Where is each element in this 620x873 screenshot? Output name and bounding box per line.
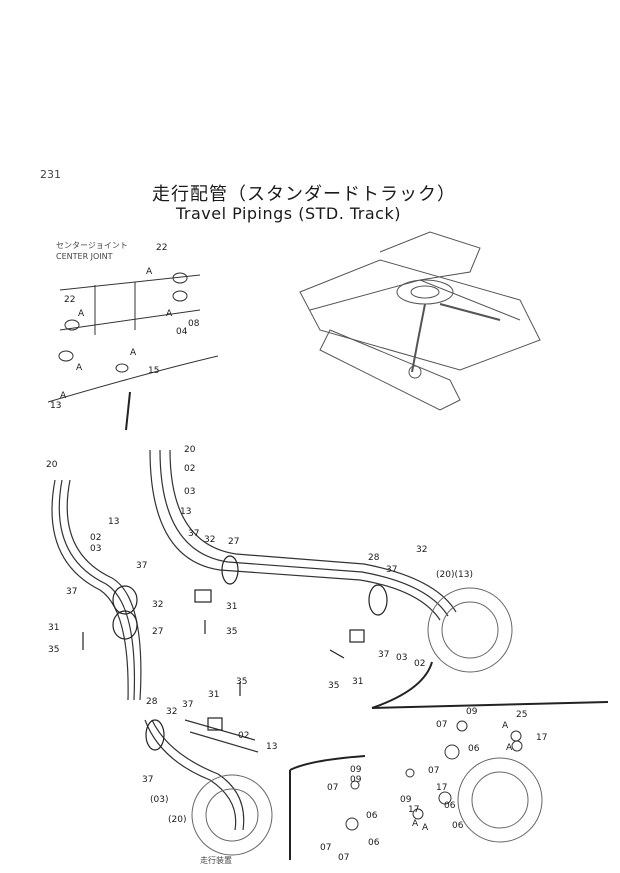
callout: A: [412, 819, 419, 829]
callout: (20)(13): [436, 570, 473, 580]
callout: 35: [328, 681, 339, 691]
center-joint-label-jp: センタージョイント: [56, 241, 128, 250]
callout: 02: [414, 659, 425, 669]
callout: 04: [176, 327, 188, 337]
callout: 22: [156, 243, 167, 253]
callout: 37: [142, 775, 153, 785]
callout: 32: [204, 535, 215, 545]
callout: 37: [136, 561, 147, 571]
callout: 13: [180, 507, 191, 517]
callout: 37: [66, 587, 77, 597]
title-japanese: 走行配管（スタンダードトラック）: [152, 184, 456, 205]
callout: A: [146, 267, 153, 277]
callout: 31: [208, 690, 219, 700]
callout: 32: [416, 545, 427, 555]
callout: 06: [444, 801, 456, 811]
callout: 03: [184, 487, 195, 497]
callout: 31: [352, 677, 363, 687]
center-joint-detail: [47, 272, 219, 403]
callout: 02: [238, 731, 249, 741]
callout: (20): [168, 815, 186, 825]
callout: 35: [236, 677, 247, 687]
callout: 31: [226, 602, 237, 612]
callout: 07: [436, 720, 447, 730]
callout: 17: [436, 783, 447, 793]
callout: A: [78, 309, 85, 319]
page-number: 231: [40, 168, 61, 181]
callout: 02: [184, 464, 195, 474]
callout: 13: [266, 742, 277, 752]
callout: 37: [378, 650, 389, 660]
callout: 07: [338, 853, 349, 863]
callout: 27: [152, 627, 163, 637]
callout: 06: [468, 744, 480, 754]
track-sprockets: [191, 587, 543, 856]
callout: A: [166, 309, 173, 319]
callout: 09: [350, 765, 362, 775]
callout: 03: [396, 653, 407, 663]
callout: 07: [320, 843, 331, 853]
center-joint-label-en: CENTER JOINT: [56, 252, 113, 261]
callout: 35: [48, 645, 59, 655]
callout: 28: [368, 553, 380, 563]
callout: 09: [400, 795, 412, 805]
excavator-sketch: [299, 231, 541, 411]
callout: 37: [182, 700, 193, 710]
hose-bundles: [51, 449, 457, 831]
callout: 15: [148, 366, 159, 376]
callout: 03: [90, 544, 101, 554]
callout: 20: [184, 445, 196, 455]
callout: (03): [150, 795, 168, 805]
callout: 09: [466, 707, 478, 717]
callout: 28: [146, 697, 158, 707]
title-english: Travel Pipings (STD. Track): [176, 204, 401, 223]
callout: 20: [46, 460, 58, 470]
callout: A: [130, 348, 137, 358]
callout: 06: [368, 838, 380, 848]
callout-labels: 22 A 22 A 08 04 A A 15 A A 13 20 02 03 1…: [46, 243, 547, 863]
callout: A: [76, 363, 83, 373]
callout: 37: [386, 565, 397, 575]
callout: 22: [64, 295, 75, 305]
footer-label: 走行装置: [200, 856, 232, 865]
travel-motor-fittings: [345, 720, 523, 831]
callout: A: [502, 721, 509, 731]
callout: 25: [516, 710, 527, 720]
callout: A: [506, 743, 513, 753]
callout: 06: [452, 821, 464, 831]
callout: 07: [327, 783, 338, 793]
callout: 08: [188, 319, 200, 329]
callout: 17: [536, 733, 547, 743]
callout: 31: [48, 623, 59, 633]
callout: 27: [228, 537, 239, 547]
callout: 35: [226, 627, 237, 637]
callout: 17: [408, 805, 419, 815]
callout: 13: [50, 401, 61, 411]
callout: 13: [108, 517, 119, 527]
callout: 06: [366, 811, 378, 821]
callout: 07: [428, 766, 439, 776]
callout: 32: [152, 600, 163, 610]
callout: A: [60, 391, 67, 401]
connector-lines: [125, 391, 609, 860]
clamps-fittings: [82, 555, 388, 751]
callout: 02: [90, 533, 101, 543]
callout: 37: [188, 529, 199, 539]
callout: 09: [350, 775, 362, 785]
callout: A: [422, 823, 429, 833]
callout: 32: [166, 707, 177, 717]
